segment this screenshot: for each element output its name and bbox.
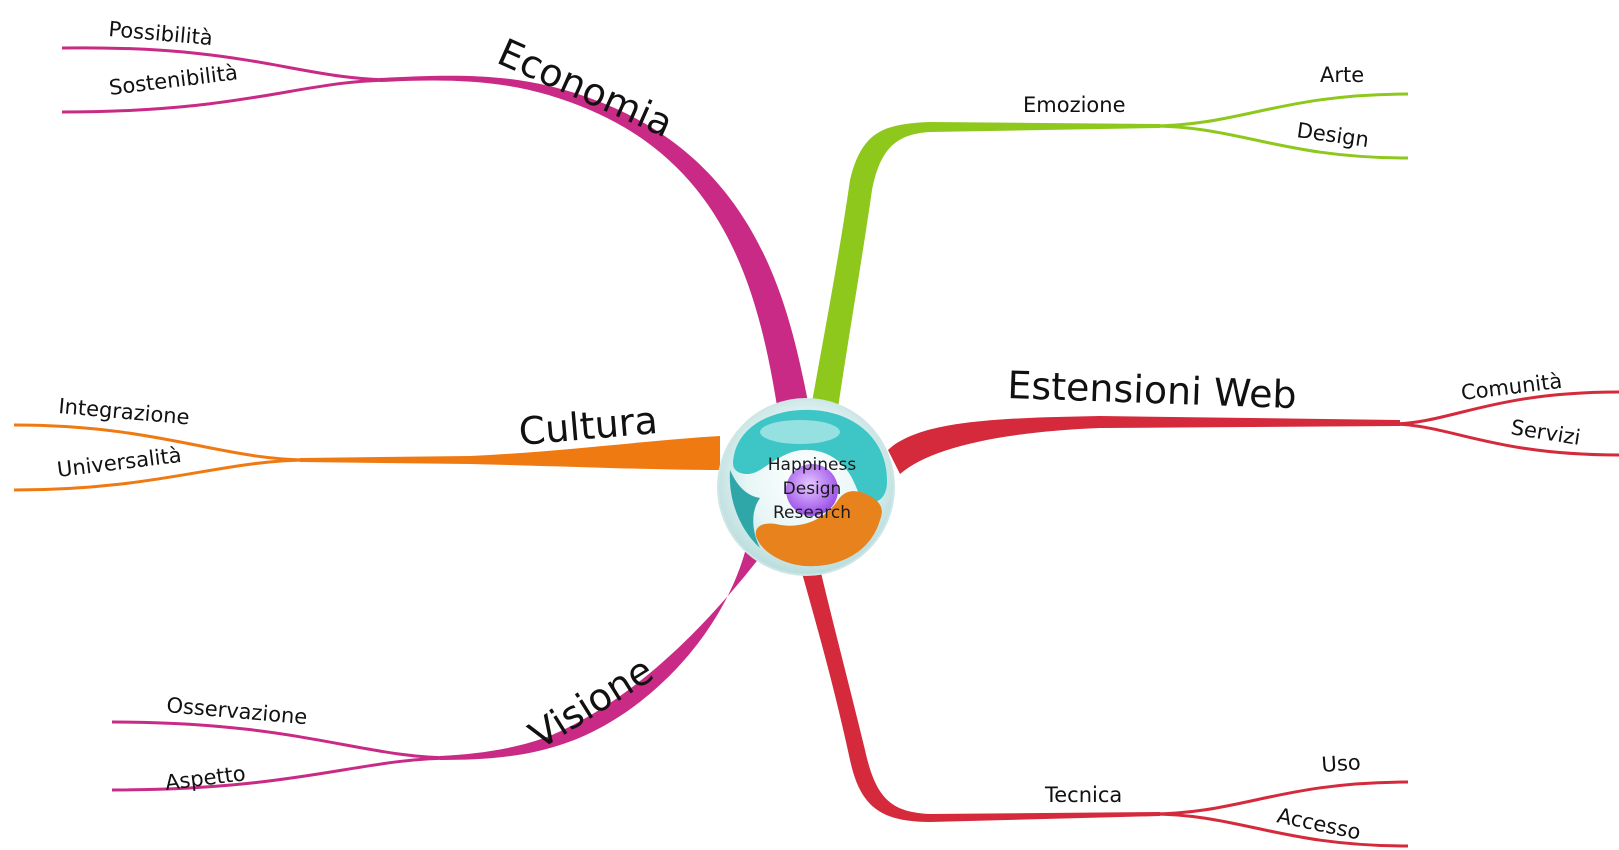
branch-economia-child-2: Sostenibilità — [108, 60, 239, 100]
central-node: Happiness Design Research — [717, 398, 895, 576]
branch-visione-fork-lower — [111, 756, 456, 792]
branch-economia-fork-lower — [61, 78, 396, 114]
branch-estensioni-web-trunk — [888, 416, 1400, 474]
branch-tecnica-fork-upper — [1149, 780, 1409, 816]
branch-emozione-fork-upper — [1149, 92, 1409, 128]
branch-cultura-fork-lower — [13, 458, 311, 492]
branch-economia-label: Economia — [491, 30, 679, 146]
central-node-teal-swirl — [729, 470, 760, 548]
branch-estensioni-web: Estensioni Web Comunità Servizi — [888, 363, 1619, 474]
branch-tecnica-child-1: Uso — [1321, 750, 1362, 777]
central-node-core — [786, 464, 838, 516]
central-node-highlight — [760, 420, 840, 444]
branch-economia-child-1: Possibilità — [108, 17, 214, 50]
central-node-line-1: Happiness — [768, 455, 857, 475]
branch-estensioni-web-label: Estensioni Web — [1007, 363, 1298, 417]
branch-emozione-label: Emozione — [1023, 93, 1126, 117]
branch-tecnica-label: Tecnica — [1044, 783, 1122, 807]
branch-visione-fork-upper — [111, 720, 456, 760]
branch-emozione-child-1: Arte — [1320, 63, 1364, 87]
branch-estensioni-web-fork-upper — [1389, 390, 1619, 426]
branch-economia-trunk — [380, 75, 808, 412]
branch-estensioni-web-fork-lower — [1389, 422, 1619, 457]
branch-cultura-child-2: Universalità — [56, 443, 183, 482]
branch-emozione-child-2: Design — [1295, 118, 1370, 152]
branch-tecnica-fork-lower — [1149, 812, 1409, 848]
branch-cultura-child-1: Integrazione — [58, 394, 191, 429]
central-node-line-3: Research — [773, 503, 851, 523]
branch-tecnica: Tecnica Uso Accesso — [800, 560, 1409, 848]
branch-estensioni-web-child-1: Comunità — [1460, 369, 1564, 405]
branch-emozione-trunk — [812, 122, 1160, 408]
branch-emozione-fork-lower — [1149, 124, 1409, 160]
branch-tecnica-child-2: Accesso — [1275, 803, 1363, 844]
branch-economia: Economia Possibilità Sostenibilità — [61, 17, 808, 412]
central-node-cyan-swirl — [733, 409, 888, 503]
central-node-orange-swirl — [755, 491, 882, 567]
central-node-line-2: Design — [783, 479, 842, 499]
branch-visione-label: Visione — [521, 648, 660, 758]
branch-visione: Visione Osservazione Aspetto — [111, 544, 770, 795]
branch-estensioni-web-child-2: Servizi — [1509, 415, 1582, 450]
branch-emozione: Emozione Arte Design — [812, 63, 1409, 408]
branch-visione-child-2: Aspetto — [164, 761, 247, 795]
branch-economia-fork-upper — [61, 46, 396, 82]
branch-cultura-fork-upper — [13, 423, 311, 462]
branch-visione-trunk — [440, 544, 770, 760]
branch-cultura: Cultura Integrazione Universalità — [13, 394, 720, 492]
branch-cultura-trunk — [300, 436, 720, 470]
